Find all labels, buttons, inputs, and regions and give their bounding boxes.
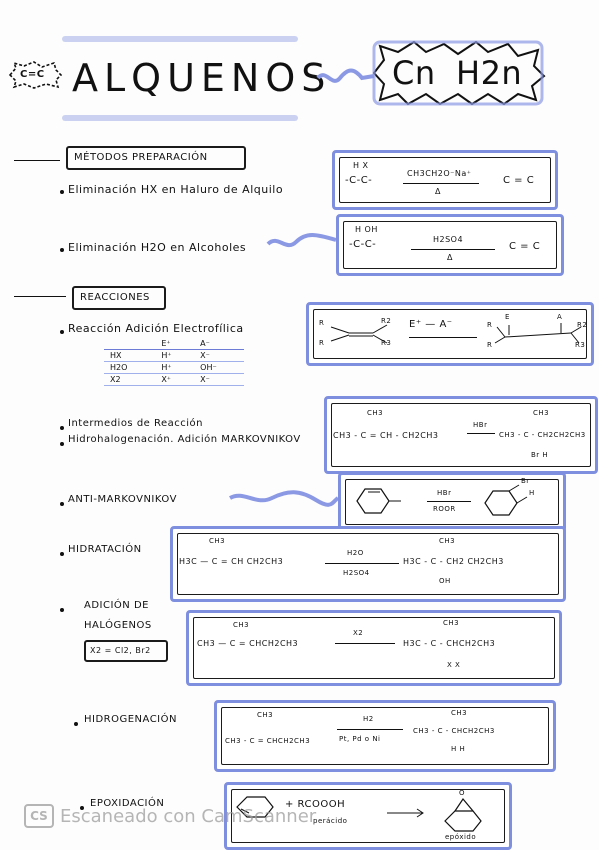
- hydrogenation-item: HIDROGENACIÓN: [84, 714, 177, 725]
- bullet: [60, 552, 64, 556]
- epoxide-icon: [236, 796, 482, 832]
- formula-h2n: H2n: [456, 54, 523, 92]
- section-arrow: [14, 296, 66, 297]
- bullet: [60, 442, 64, 446]
- epoxidation-box: + RCOOOH perácido O epóxido: [224, 782, 512, 850]
- section-preparation: MÉTODOS PREPARACIÓN: [66, 146, 246, 170]
- bullet: [74, 722, 78, 726]
- bullet: [60, 608, 64, 612]
- hydration-box: CH3 H3C — C = CH CH2CH3 H2O H2SO4 CH3 H3…: [170, 526, 566, 602]
- halogen-item-line1: ADICIÓN DE: [84, 600, 149, 611]
- bullet: [60, 190, 64, 194]
- bullet: [60, 426, 64, 430]
- bullet: [60, 502, 64, 506]
- electrophilic-reaction-box: R R R2 R3 E⁺ — A⁻ E A R R R2 R3: [306, 302, 594, 366]
- section-reactions: REACCIONES: [72, 286, 166, 310]
- intermediates-item: Intermedios de Reacción: [68, 418, 204, 429]
- anti-markovnikov-item: ANTI-MARKOVNIKOV: [68, 494, 177, 505]
- title-highlight-top: [62, 36, 298, 42]
- prep-item-1: Eliminación HX en Haluro de Alquilo: [68, 183, 284, 196]
- wavy-connector-icon: [266, 233, 337, 248]
- camscanner-logo-icon: CS: [24, 804, 54, 828]
- anti-markovnikov-box: HBr ROOR Br H: [338, 472, 566, 532]
- logo-text: C=C: [20, 69, 45, 80]
- hydrogenation-box: CH3 CH3 - C = CHCH2CH3 H2 Pt, Pd o Ni CH…: [214, 700, 556, 772]
- alkene-skeleton-icon: [330, 323, 582, 344]
- starburst-icon: [8, 61, 63, 89]
- prep-reaction-2-box: H OH -C-C- H2SO4 Δ C = C: [336, 214, 564, 276]
- jagged-frame-icon: [372, 40, 546, 106]
- halogen-note: X2 = Cl2, Br2: [84, 640, 168, 662]
- bullet: [60, 248, 64, 252]
- prep-item-2: Eliminación H2O en Alcoholes: [68, 241, 247, 254]
- watermark-text: Escaneado con CamScanner: [60, 806, 317, 827]
- logo-badge: C=C: [6, 60, 63, 90]
- bullet: [80, 806, 84, 810]
- wavy-connector-icon: [229, 490, 340, 507]
- section-arrow: [14, 160, 60, 161]
- page-title: ALQUENOS: [72, 56, 332, 100]
- epoxidation-item: EPOXIDACIÓN: [90, 798, 165, 809]
- title-highlight-bottom: [62, 115, 298, 121]
- halogen-item-line2: HALÓGENOS: [84, 620, 152, 631]
- halogen-box: CH3 CH3 — C = CHCH2CH3 X2 CH3 H3C - C - …: [186, 610, 562, 686]
- bullet: [60, 330, 64, 334]
- hydrohalogenation-box: CH3 CH3 - C = CH - CH2CH3 HBr CH3 CH3 - …: [324, 396, 598, 474]
- cyclohexene-icon: [356, 484, 528, 516]
- formula-badge: Cn H2n: [368, 38, 548, 108]
- electrophilic-title: Reacción Adición Electrofílica: [68, 322, 244, 335]
- wavy-connector-icon: [316, 68, 375, 83]
- camscanner-watermark: CS Escaneado con CamScanner: [24, 804, 317, 828]
- hydration-item: HIDRATACIÓN: [68, 544, 142, 555]
- hydrohalogenation-item: Hidrohalogenación. Adición MARKOVNIKOV: [68, 434, 301, 445]
- prep-reaction-1-box: H X -C-C- CH3CH2O⁻Na⁺ Δ C = C: [332, 150, 558, 210]
- formula-cn: Cn: [392, 54, 436, 92]
